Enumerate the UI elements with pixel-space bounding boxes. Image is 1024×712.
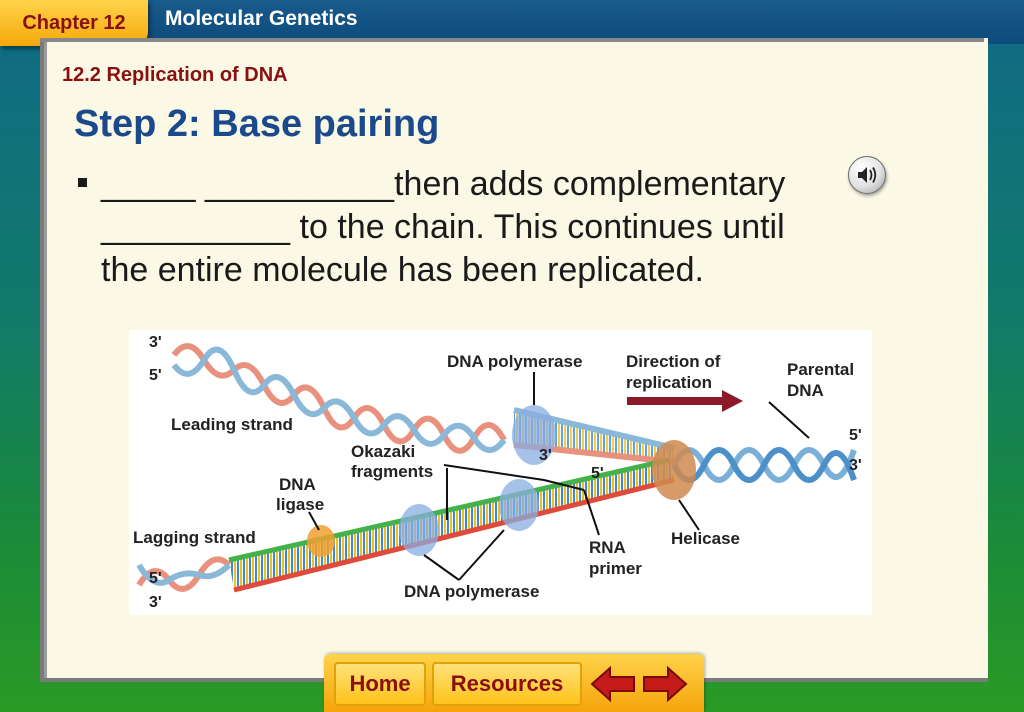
lagging-strand [136, 457, 675, 593]
arrow-right-icon [643, 665, 688, 703]
label-okazaki-2: fragments [351, 462, 433, 481]
slide-title: Step 2: Base pairing [74, 103, 440, 145]
label-okazaki-1: Okazaki [351, 442, 415, 461]
home-button[interactable]: Home [334, 662, 426, 706]
bullet-line-1: _____ __________then adds complementary [101, 165, 786, 203]
bullet-text: _____ __________then adds complementary … [101, 163, 891, 292]
dna-replication-diagram: 3' 5' DNA polymerase Direction of replic… [133, 334, 862, 611]
label-5prime-right: 5' [849, 427, 862, 444]
label-dna-polymerase-top: DNA polymerase [447, 352, 582, 371]
dna-ligase-enzyme [307, 525, 335, 557]
dna-polymerase-top-enzyme [512, 405, 556, 465]
label-5prime-bottom: 5' [149, 570, 162, 587]
leading-strand-helix [171, 343, 675, 465]
next-arrow-button[interactable] [642, 664, 688, 704]
label-3prime-top: 3' [149, 334, 162, 351]
label-helicase: Helicase [671, 529, 740, 548]
arrow-left-icon [590, 665, 635, 703]
bullet-line-3: the entire molecule has been replicated. [101, 251, 704, 289]
previous-arrow-button[interactable] [590, 664, 636, 704]
label-dna-ligase-1: DNA [279, 475, 316, 494]
bullet-line-2: __________ to the chain. This continues … [101, 208, 785, 246]
navigation-bar: Home Resources [324, 654, 704, 712]
label-parental-1: Parental [787, 360, 854, 379]
label-3prime-right: 3' [849, 457, 862, 474]
parental-dna-helix [671, 447, 857, 483]
label-leading-strand: Leading strand [171, 415, 293, 434]
label-leader-lines [308, 372, 810, 581]
dna-polymerase-lower-1 [399, 504, 439, 556]
bullet-icon [78, 178, 87, 187]
resources-button[interactable]: Resources [432, 662, 582, 706]
label-3prime-mid: 3' [539, 447, 552, 464]
speaker-icon [858, 167, 877, 183]
section-label: 12.2 Replication of DNA [62, 64, 288, 86]
speaker-button[interactable] [848, 156, 886, 194]
label-rna-primer-1: RNA [589, 538, 626, 557]
label-5prime-mid: 5' [591, 465, 604, 482]
dna-replication-figure: 3' 5' DNA polymerase Direction of replic… [129, 330, 872, 615]
slide-panel-border [40, 38, 984, 42]
label-lagging-strand: Lagging strand [133, 528, 256, 547]
label-direction-2: replication [626, 373, 712, 392]
direction-arrow [627, 390, 743, 412]
label-dna-ligase-2: ligase [276, 495, 324, 514]
label-3prime-bottom: 3' [149, 594, 162, 611]
header-bar [0, 0, 1024, 44]
label-5prime-top: 5' [149, 367, 162, 384]
label-parental-2: DNA [787, 381, 824, 400]
dna-polymerase-lower-2 [499, 479, 539, 531]
label-direction-1: Direction of [626, 352, 721, 371]
header-title: Molecular Genetics [165, 7, 358, 30]
label-dna-polymerase-bottom: DNA polymerase [404, 582, 539, 601]
label-rna-primer-2: primer [589, 559, 642, 578]
helicase-enzyme [652, 440, 696, 500]
